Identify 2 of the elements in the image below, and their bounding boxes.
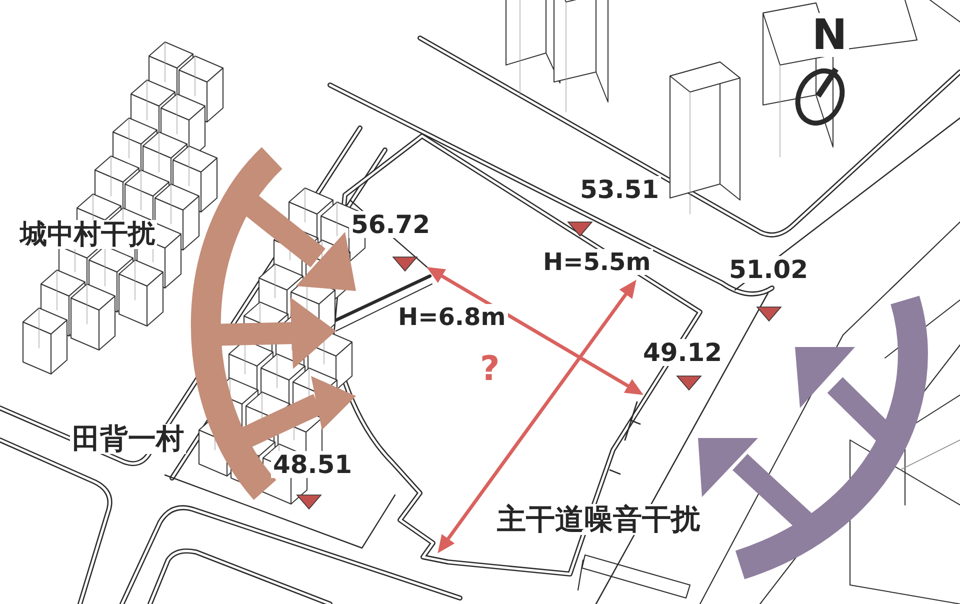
- place-label: 田背一村: [70, 424, 186, 454]
- note-label: 主干道噪音干扰: [495, 504, 702, 535]
